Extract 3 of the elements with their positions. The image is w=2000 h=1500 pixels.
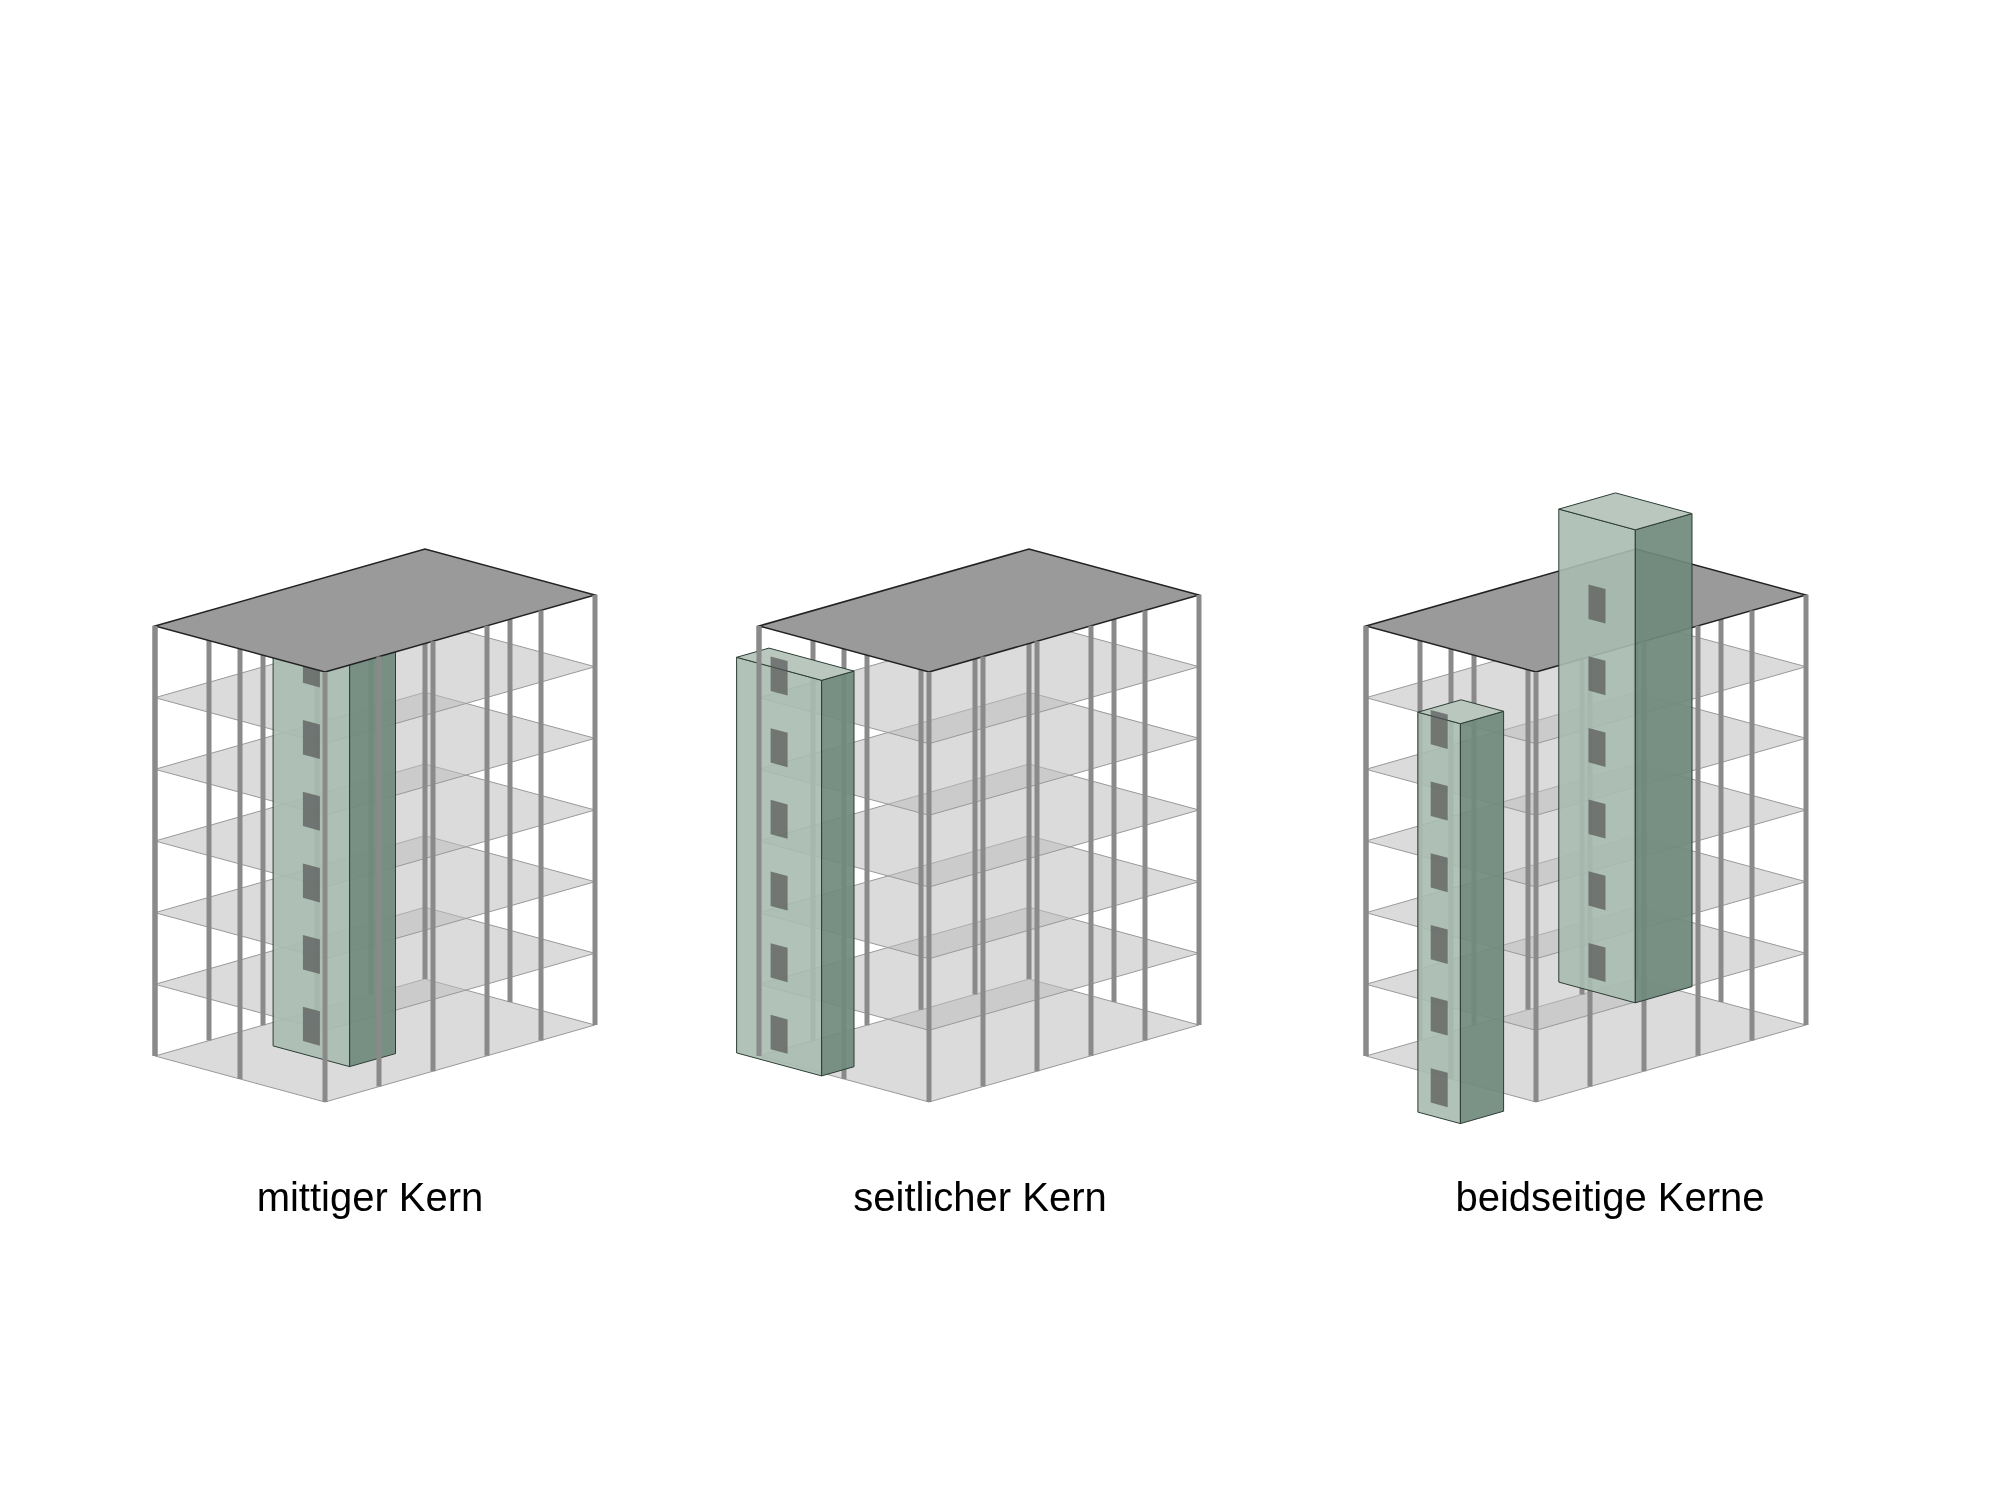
building-caption: seitlicher Kern <box>853 1175 1107 1220</box>
building-caption: beidseitige Kerne <box>1455 1175 1765 1220</box>
building-caption: mittiger Kern <box>256 1175 484 1220</box>
